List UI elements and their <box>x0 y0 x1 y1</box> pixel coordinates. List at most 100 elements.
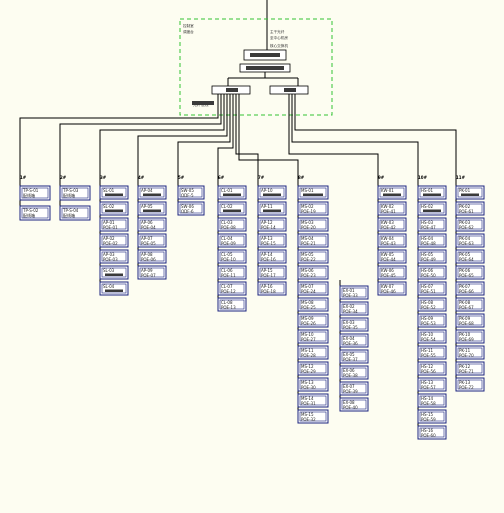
device-box-frame <box>455 233 485 248</box>
device-box[interactable]: CL-02 <box>217 201 247 216</box>
device-box[interactable]: SL-04 <box>99 281 129 296</box>
device-box-inner <box>341 383 367 394</box>
device-label: AP-09 <box>141 268 153 273</box>
device-box[interactable]: AP-04 <box>137 185 167 200</box>
device-box-inner <box>341 287 367 298</box>
device-box[interactable]: AP-11 <box>257 201 287 216</box>
device-box[interactable]: KW-01 <box>377 185 407 200</box>
device-box[interactable]: AP-05 <box>137 201 167 216</box>
device-box[interactable]: CL-01 <box>217 185 247 200</box>
device-box[interactable]: HS-01 <box>417 185 447 200</box>
device-box[interactable]: MS-01 <box>297 185 329 200</box>
device-box-inner <box>21 187 49 199</box>
device-box[interactable]: SL-01 <box>99 185 129 200</box>
device-box[interactable]: HS-02 <box>417 201 447 216</box>
device-box[interactable]: PK-01 <box>455 185 485 200</box>
device-box[interactable]: AP-10 <box>257 185 287 200</box>
device-box[interactable]: SL-03 <box>99 265 129 280</box>
device-box-inner <box>419 379 445 390</box>
device-box[interactable]: SL-02 <box>99 201 129 216</box>
device-sublabel: POE-64 <box>459 257 474 262</box>
